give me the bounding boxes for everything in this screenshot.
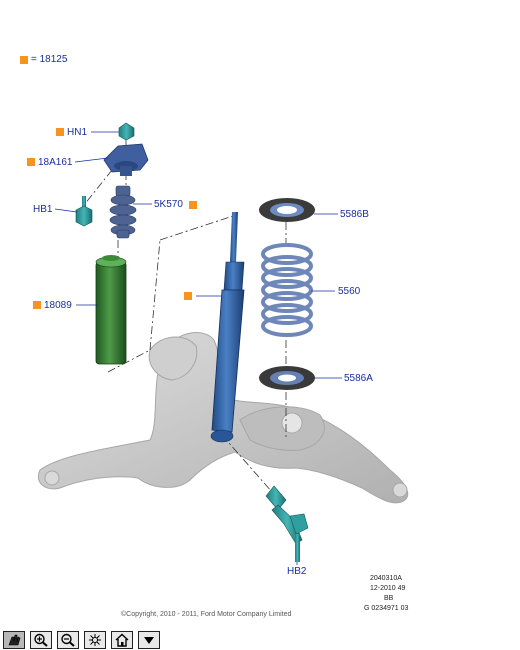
legend-swatch — [20, 56, 28, 64]
bolt-hb2-part — [265, 485, 309, 562]
pan-hand-icon — [8, 634, 21, 646]
viewer-toolbar — [0, 630, 520, 650]
drawing-reference: G 0234971 03 — [364, 605, 409, 612]
orange-marker-icon — [56, 128, 64, 136]
fit-to-window-icon — [89, 634, 101, 646]
callout-hb2[interactable]: HB2 — [287, 566, 307, 577]
lower-spring-seat-part — [259, 366, 315, 390]
zoom-out-button[interactable] — [57, 631, 79, 649]
zoom-out-icon — [61, 633, 75, 647]
dust-boot-part — [95, 255, 127, 365]
pan-button[interactable] — [3, 631, 25, 649]
copyright-text: ©Copyright, 2010 - 2011, Ford Motor Comp… — [121, 611, 292, 618]
top-mount-part — [103, 143, 149, 176]
callout-5k570[interactable]: 5K570 — [154, 199, 183, 210]
callout-5560[interactable]: 5560 — [338, 286, 361, 297]
bump-stop-part — [109, 185, 137, 239]
drawing-date: 12-2010 49 — [370, 585, 406, 592]
drawing-number: 2040310A — [370, 575, 402, 582]
leader-lines — [54, 131, 342, 565]
parts-diagram-canvas — [37, 122, 409, 565]
menu-dropdown-icon — [144, 637, 154, 644]
callout-5586a[interactable]: 5586A — [344, 373, 373, 384]
callout-18089[interactable]: 18089 — [44, 300, 72, 311]
nut-hn1-part — [118, 122, 135, 141]
zoom-in-icon — [34, 633, 48, 647]
callout-shock-absorber-marker[interactable] — [184, 292, 192, 300]
shock-absorber-part — [210, 212, 245, 443]
assembly-centerlines — [83, 140, 287, 493]
callout-5586b[interactable]: 5586B — [340, 209, 369, 220]
orange-marker-icon — [27, 158, 35, 166]
callout-18a161[interactable]: 18A161 — [38, 157, 73, 168]
bolt-hb1-part — [75, 196, 93, 227]
orange-marker-icon — [33, 301, 41, 309]
drawing-code: BB — [384, 595, 394, 602]
zoom-in-button[interactable] — [30, 631, 52, 649]
menu-dropdown-button[interactable] — [138, 631, 160, 649]
orange-marker-icon — [189, 201, 197, 209]
upper-spring-seat-part — [259, 198, 315, 222]
callout-hn1[interactable]: HN1 — [67, 127, 88, 138]
callout-hb1[interactable]: HB1 — [33, 204, 53, 215]
home-icon — [115, 633, 129, 647]
home-button[interactable] — [111, 631, 133, 649]
fit-to-window-button[interactable] — [84, 631, 106, 649]
legend-text: = 18125 — [31, 54, 68, 65]
coil-spring-part — [261, 243, 313, 337]
